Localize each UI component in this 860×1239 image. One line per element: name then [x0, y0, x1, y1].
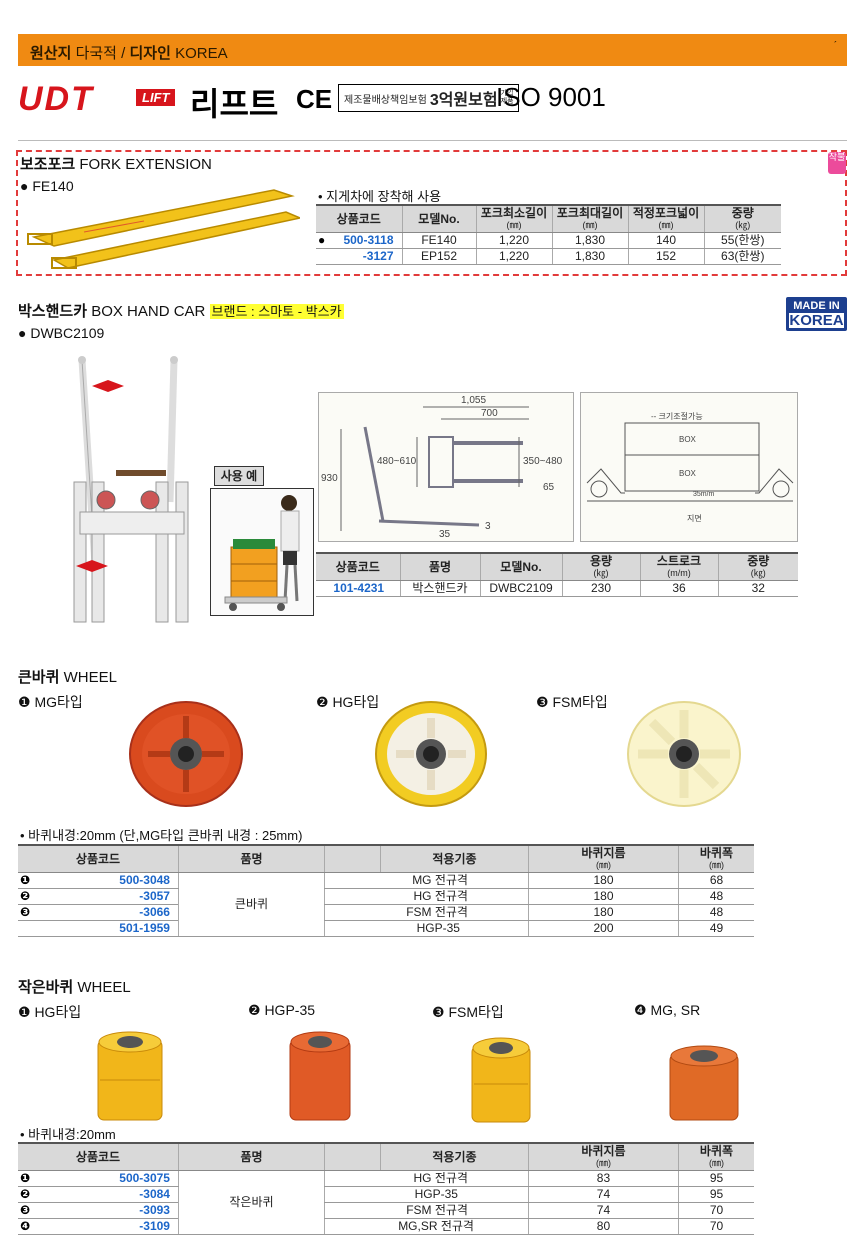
tick-mark: ˊ: [833, 40, 837, 52]
small-mg-wheel-image: [669, 1045, 739, 1121]
table-row: ●500-3118 FE140 1,220 1,830 140 55(한쌍): [316, 232, 781, 249]
dimension-diagram: 1,055 700 480~610 350~480 930 65 35 3: [318, 392, 574, 542]
brand-note: 브랜드 : 스마토 - 박스카: [209, 304, 344, 319]
design-label: 디자인: [129, 45, 171, 62]
dim-1055: 1,055: [461, 395, 487, 406]
big-wheel-name: 큰바퀴: [177, 872, 325, 937]
small-hgp-wheel-image: [289, 1031, 351, 1121]
boxcar-model: ● DWBC2109: [18, 325, 105, 341]
table-row: ❶ 500-3048 큰바퀴 MG 전규격 180 68: [18, 872, 754, 937]
small-wheel-type-4: ❹ MG, SR: [634, 1002, 701, 1018]
big-wheel-table: 상품코드 품명 적용기종 바퀴지름(㎜) 바퀴폭(㎜) ❶ 500-3048 큰…: [18, 844, 754, 937]
origin-bar: 원산지 다국적 / 디자인 KOREA ˊ: [18, 34, 847, 66]
lift-kr-logo: 리프트: [190, 86, 279, 122]
dim-3: 3: [485, 521, 491, 532]
ce-mark: CE: [296, 84, 333, 114]
dim-350-480: 350~480: [523, 456, 563, 467]
small-wheel-type-3: ❸ FSM타입: [432, 1004, 504, 1020]
design-value: KOREA: [175, 45, 228, 62]
small-wheel-table: 상품코드 품명 적용기종 바퀴지름(㎜) 바퀴폭(㎜) ❶ 500-3075 작…: [18, 1142, 754, 1235]
boxcar-table: 상품코드 품명 모델No. 용량(㎏) 스트로크(m/m) 중량(㎏) 101-…: [316, 552, 798, 597]
table-header: 상품코드 품명 모델No. 용량(㎏) 스트로크(m/m) 중량(㎏): [316, 552, 798, 581]
made-in-korea-badge: MADE IN KOREA: [786, 297, 847, 331]
table-row: ❸ -3066 FSM 전규격 180 48: [18, 904, 754, 921]
fsm-wheel-image: [627, 701, 741, 807]
big-wheel-note: • 바퀴내경:20mm (단,MG타입 큰바퀴 내경 : 25mm): [20, 828, 303, 843]
divider: [18, 140, 847, 141]
height-label: 35m/m: [693, 491, 715, 498]
big-wheel-type-2: ❷ HG타입: [316, 694, 380, 710]
side-badge: 작불: [828, 152, 846, 174]
table-row: ❷ -3057 HG 전규격 180 48: [18, 888, 754, 905]
big-wheel-type-1: ❶ MG타입: [18, 694, 83, 710]
fork-note: • 지게차에 장착해 사용: [318, 189, 442, 204]
table-row: ❸ -3093 FSM 전규격 74 70: [18, 1202, 754, 1219]
table-row: 101-4231 박스핸드카 DWBC2109 230 36 32: [316, 580, 798, 597]
boxcar-image: [73, 356, 189, 623]
table-row: ❶ 500-3075 작은바퀴 HG 전규격 83 95: [18, 1170, 754, 1235]
use-example-image: [210, 488, 314, 616]
fork-image: [27, 189, 300, 269]
table-row: -3127 EP152 1,220 1,830 152 63(한쌍): [316, 248, 781, 265]
dim-65: 65: [543, 482, 555, 493]
table-row: ❷ -3084 HGP-35 74 95: [18, 1186, 754, 1203]
small-wheel-name: 작은바퀴: [177, 1170, 325, 1235]
dim-35: 35: [439, 529, 451, 540]
fork-extension-box: [16, 150, 847, 276]
use-example-label: 사용 예: [214, 466, 264, 486]
small-hg-wheel-image: [97, 1031, 163, 1121]
ground-label: 지면: [687, 514, 702, 523]
table-row: 501-1959 HGP-35 200 49: [18, 920, 754, 937]
table-header: 상품코드 품명 적용기종 바퀴지름(㎜) 바퀴폭(㎜): [18, 844, 754, 873]
box-diagram: -- 크기조절가능 BOX BOX 35m/m 지면: [580, 392, 798, 542]
origin-label: 원산지: [30, 45, 72, 62]
adjust-note: -- 크기조절가능: [651, 412, 703, 421]
fork-model: ● FE140: [20, 178, 74, 194]
dim-930: 930: [321, 473, 338, 484]
hg-wheel-image: [375, 701, 487, 807]
fork-title: 보조포크 FORK EXTENSION: [20, 156, 212, 173]
dim-700: 700: [481, 408, 498, 419]
dim-480-610: 480~610: [377, 456, 417, 467]
box-label-1: BOX: [679, 435, 696, 444]
big-wheel-type-3: ❸ FSM타입: [536, 694, 608, 710]
origin-value: 다국적 /: [75, 45, 126, 62]
table-header: 상품코드 품명 적용기종 바퀴지름(㎜) 바퀴폭(㎜): [18, 1142, 754, 1171]
udt-logo: UDT: [18, 80, 94, 118]
small-fsm-wheel-image: [471, 1037, 531, 1123]
table-row: ❹ -3109 MG,SR 전규격 80 70: [18, 1218, 754, 1235]
boxcar-title: 박스핸드카 BOX HAND CAR 브랜드 : 스마토 - 박스카: [18, 303, 344, 320]
small-wheel-note: • 바퀴내경:20mm: [20, 1127, 116, 1142]
lift-logo: LIFT: [136, 89, 176, 106]
insurance-big: 3억원보험: [429, 92, 498, 109]
box-label-2: BOX: [679, 469, 696, 478]
mg-wheel-image: [129, 701, 243, 807]
iso-mark: ISO 9001: [496, 82, 606, 112]
big-wheel-title: 큰바퀴 WHEEL: [18, 669, 117, 686]
small-wheel-type-2: ❷ HGP-35: [248, 1002, 316, 1018]
fork-table: 상품코드 모델No. 포크최소길이(㎜) 포크최대길이(㎜) 적정포크넓이(㎜)…: [316, 204, 781, 265]
small-wheel-title: 작은바퀴 WHEEL: [18, 979, 131, 996]
insurance-small: 제조물배상책임보험: [344, 94, 427, 106]
table-header: 상품코드 모델No. 포크최소길이(㎜) 포크최대길이(㎜) 적정포크넓이(㎜)…: [316, 204, 781, 233]
small-wheel-type-1: ❶ HG타입: [18, 1004, 82, 1020]
